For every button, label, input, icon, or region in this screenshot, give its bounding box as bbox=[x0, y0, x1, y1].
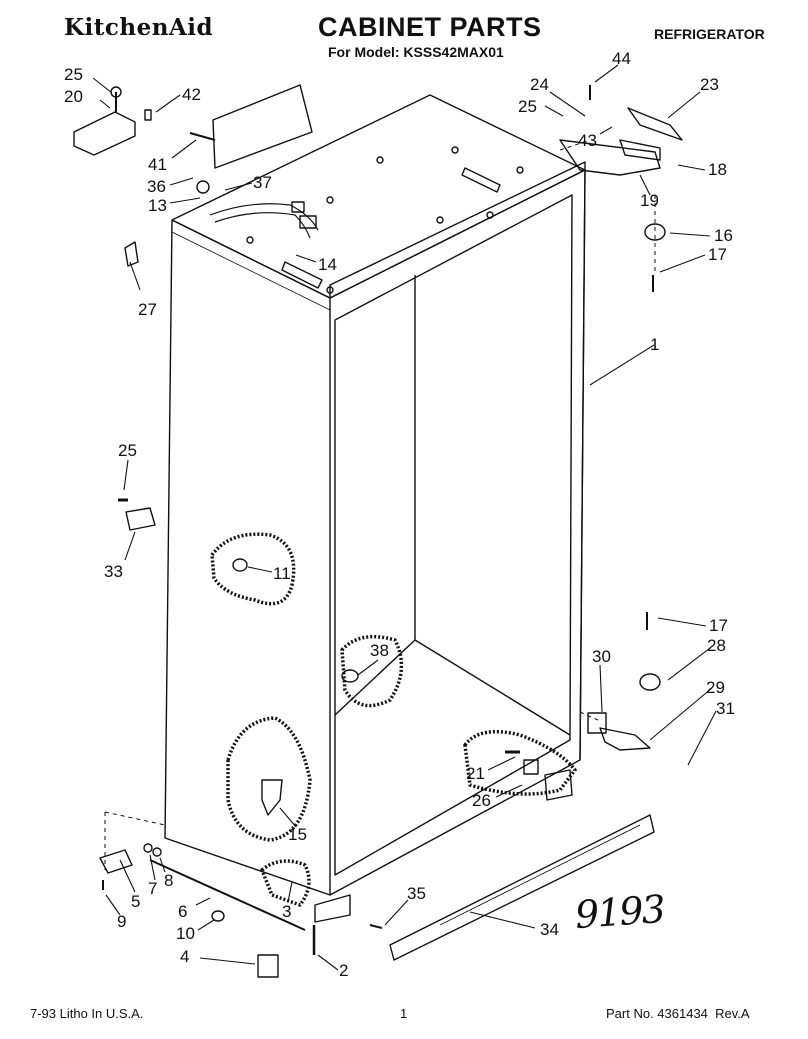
callout-label: 8 bbox=[164, 871, 174, 890]
callout-label: 19 bbox=[640, 191, 659, 210]
page-number: 1 bbox=[400, 1006, 408, 1021]
callout-label: 24 bbox=[530, 75, 549, 94]
callout-label: 34 bbox=[540, 920, 559, 939]
part-20 bbox=[73, 111, 136, 156]
callout-label: 11 bbox=[273, 564, 291, 583]
callout-label: 2 bbox=[339, 961, 349, 980]
callout-label: 36 bbox=[147, 177, 166, 196]
callout-label: 20 bbox=[64, 87, 83, 106]
callout-label: 42 bbox=[182, 85, 201, 104]
callout-label: 33 bbox=[104, 562, 123, 581]
callout-label: 44 bbox=[612, 49, 631, 68]
model-line: For Model: KSSS42MAX01 bbox=[328, 44, 504, 60]
callout-label: 37 bbox=[253, 173, 272, 192]
page-title: CABINET PARTS bbox=[318, 12, 542, 42]
part-18 bbox=[559, 139, 661, 176]
callout-label: 13 bbox=[148, 196, 167, 215]
cabinet-left-face bbox=[164, 219, 331, 896]
callout-label: 43 bbox=[578, 131, 597, 150]
callout-label: 17 bbox=[709, 616, 728, 635]
cabinet-top bbox=[171, 94, 586, 299]
callout-label: 17 bbox=[708, 245, 727, 264]
callout-label: 35 bbox=[407, 884, 426, 903]
callout-label: 6 bbox=[178, 902, 188, 921]
callout-label: 1 bbox=[650, 335, 660, 354]
callout-label: 5 bbox=[131, 892, 141, 911]
callout-label: 15 bbox=[288, 825, 307, 844]
print-info: 7-93 Litho In U.S.A. bbox=[30, 1006, 144, 1021]
callout-label: 31 bbox=[716, 699, 735, 718]
callout-label: 38 bbox=[370, 641, 389, 660]
callout-label: 28 bbox=[707, 636, 726, 655]
category-label: REFRIGERATOR bbox=[654, 26, 765, 42]
callout-label: 41 bbox=[148, 155, 167, 174]
part-29 bbox=[599, 727, 651, 751]
callout-label: 30 bbox=[592, 647, 611, 666]
part-34 bbox=[389, 814, 655, 961]
insulation-patch-15 bbox=[226, 716, 312, 842]
callout-label: 14 bbox=[318, 255, 337, 274]
callout-label: 21 bbox=[466, 764, 485, 783]
callout-label: 9 bbox=[117, 912, 127, 931]
callout-label: 7 bbox=[148, 879, 158, 898]
callout-label: 27 bbox=[138, 300, 157, 319]
callout-label: 18 bbox=[708, 160, 727, 179]
callout-label: 26 bbox=[472, 791, 491, 810]
insulation-patch-3 bbox=[260, 859, 311, 907]
brand-logo: KitchenAid bbox=[64, 14, 214, 41]
insulation-patch-11 bbox=[210, 532, 296, 606]
callout-label: 25 bbox=[518, 97, 537, 116]
callout-label: 10 bbox=[176, 924, 195, 943]
cabinet-front-opening bbox=[329, 169, 586, 896]
callout-label: 3 bbox=[282, 902, 292, 921]
rear-panel bbox=[212, 84, 313, 169]
callout-label: 25 bbox=[118, 441, 137, 460]
insulation-patch-21 bbox=[463, 729, 577, 796]
callout-label: 16 bbox=[714, 226, 733, 245]
handwritten-note: 9193 bbox=[573, 886, 666, 938]
callout-label: 4 bbox=[180, 947, 190, 966]
insulation-patch-38 bbox=[340, 634, 404, 708]
part-23 bbox=[627, 107, 683, 141]
callout-label: 23 bbox=[700, 75, 719, 94]
callout-label: 29 bbox=[706, 678, 725, 697]
callout-label: 25 bbox=[64, 65, 83, 84]
part-6 bbox=[149, 859, 306, 931]
part-number: Part No. 4361434 Rev.A bbox=[606, 1006, 750, 1021]
